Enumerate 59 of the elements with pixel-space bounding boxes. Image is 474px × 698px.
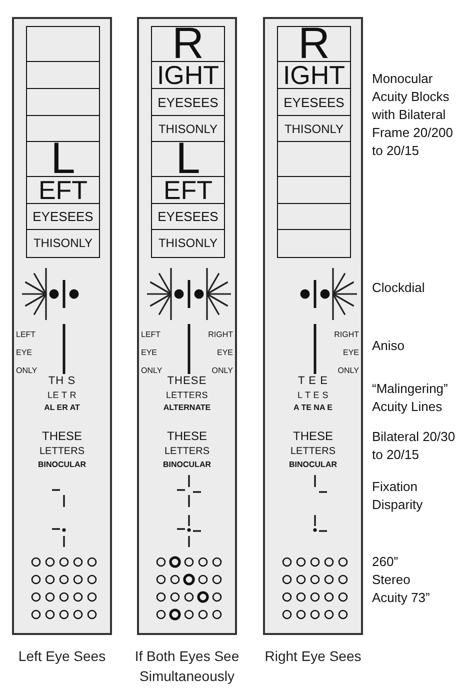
acuity-block: THISONLY <box>151 229 225 258</box>
acuity-letters: A TE NA E <box>292 402 334 414</box>
acuity-block <box>26 26 100 62</box>
acuity-block: EYESEES <box>26 203 100 230</box>
acuity-block: IGHT <box>151 61 225 90</box>
chart-panel <box>137 17 237 635</box>
acuity-letters: LE T R <box>46 389 78 402</box>
acuity-letters: THESE <box>292 428 334 445</box>
acuity-block: EYESEES <box>151 203 225 230</box>
description-label: Bilateral 20/30 to 20/15 <box>372 428 456 464</box>
acuity-letters: ALTERNATE <box>162 402 212 414</box>
eye-only-label: RIGHT EYE ONLY <box>207 329 233 377</box>
acuity-letters: LETTERS <box>38 445 86 459</box>
acuity-block <box>277 176 351 204</box>
panel-caption: If Both Eyes See Simultaneously <box>134 647 240 686</box>
acuity-block: EFT <box>26 176 100 204</box>
eye-only-label: LEFT EYE ONLY <box>141 329 164 377</box>
description-label: Monocular Acuity Blocks with Bilateral Frame 20/200 to 20/15 <box>372 70 454 160</box>
description-label: 260” Stereo Acuity 73” <box>372 553 431 607</box>
acuity-letters: BINOCULAR <box>37 459 87 471</box>
acuity-block: THISONLY <box>151 115 225 142</box>
acuity-letters: THESE <box>166 428 208 445</box>
chart-panel <box>263 17 363 635</box>
acuity-block <box>26 115 100 142</box>
acuity-block <box>277 203 351 230</box>
acuity-block: R <box>277 26 351 62</box>
description-label: Aniso <box>372 337 406 355</box>
acuity-block: THISONLY <box>26 229 100 258</box>
acuity-block: EYESEES <box>277 88 351 116</box>
acuity-letters: LETTERS <box>164 389 210 402</box>
eye-only-label: RIGHT EYE ONLY <box>333 329 359 377</box>
acuity-block: EYESEES <box>151 88 225 116</box>
acuity-block: R <box>151 26 225 62</box>
eye-only-label: LEFT EYE ONLY <box>16 329 38 377</box>
acuity-block: EFT <box>151 176 225 204</box>
acuity-letters: THESE <box>166 374 208 389</box>
acuity-letters: BINOCULAR <box>162 459 212 471</box>
acuity-block <box>26 88 100 116</box>
acuity-letters: LETTERS <box>163 445 210 459</box>
acuity-letters: LETTERS <box>289 445 336 459</box>
acuity-block: L <box>26 141 100 178</box>
acuity-letters: L T E S <box>296 389 330 402</box>
acuity-block <box>277 229 351 258</box>
panel-caption: Right Eye Sees <box>264 647 362 666</box>
acuity-block <box>277 141 351 178</box>
acuity-block: L <box>151 141 225 178</box>
acuity-letters: BINOCULAR <box>288 459 338 471</box>
description-label: “Malingering” Acuity Lines <box>372 380 449 416</box>
description-label: Fixation Disparity <box>372 478 424 514</box>
acuity-block: THISONLY <box>277 115 351 142</box>
description-label: Clockdial <box>372 279 426 297</box>
chart-panel <box>12 17 112 635</box>
acuity-letters: AL ER AT <box>43 402 81 414</box>
acuity-block: IGHT <box>277 61 351 90</box>
acuity-letters: THESE <box>40 428 83 445</box>
acuity-letters: T E E <box>296 374 330 389</box>
acuity-letters: TH S <box>47 374 77 389</box>
panel-caption: Left Eye Sees <box>17 647 107 666</box>
acuity-block <box>26 61 100 90</box>
